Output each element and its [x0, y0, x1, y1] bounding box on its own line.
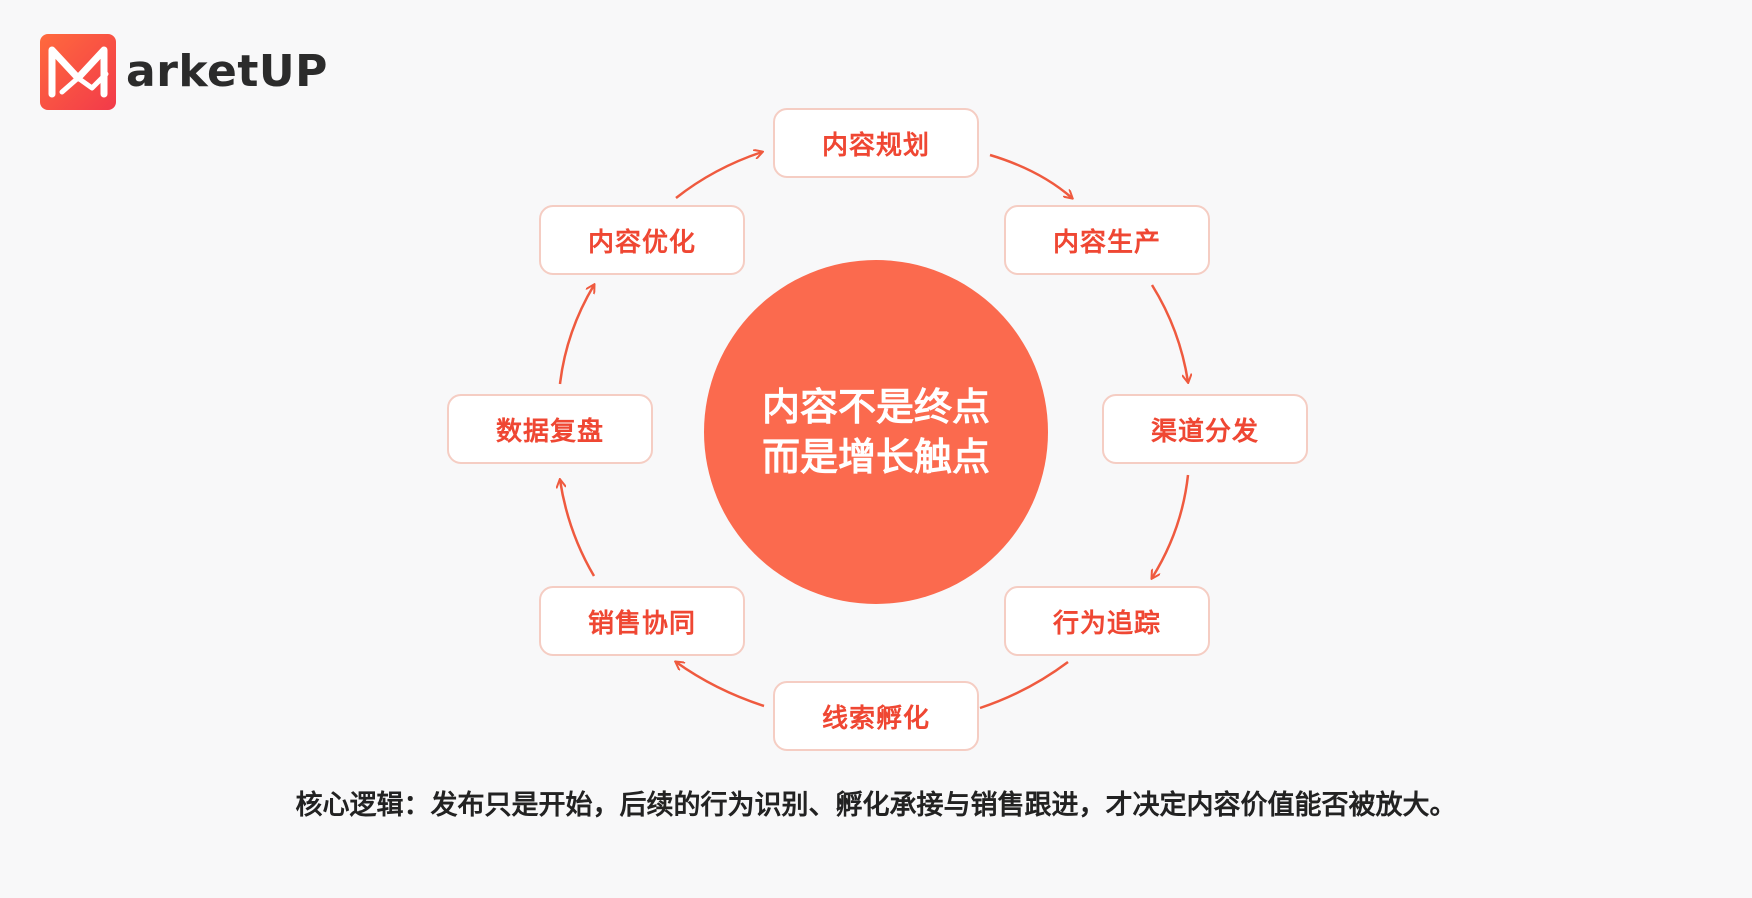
- node-behavior-tracking: 行为追踪: [1004, 586, 1210, 656]
- arrow-optimization-to-plan: [675, 152, 762, 199]
- core-logic-caption: 核心逻辑：发布只是开始，后续的行为识别、孵化承接与销售跟进，才决定内容价值能否被…: [295, 790, 1457, 821]
- arrow-review-to-optimization: [558, 285, 594, 385]
- brand-name: arketUP: [126, 46, 328, 97]
- node-channel-distribution: 渠道分发: [1102, 394, 1308, 464]
- center-circle: 内容不是终点 而是增长触点: [704, 260, 1048, 604]
- center-line-1: 内容不是终点: [761, 385, 990, 429]
- arrow-distribution-to-tracking: [1152, 474, 1190, 578]
- node-content-planning: 内容规划: [773, 108, 979, 178]
- node-sales-collaboration: 销售协同: [539, 586, 745, 656]
- node-lead-nurturing: 线索孵化: [773, 681, 979, 751]
- center-line-2: 而是增长触点: [761, 435, 990, 479]
- node-content-production: 内容生产: [1004, 205, 1210, 275]
- arrow-production-to-distribution: [1150, 284, 1188, 382]
- node-content-optimization: 内容优化: [539, 205, 745, 275]
- arrow-nurturing-to-sales: [676, 662, 765, 708]
- arrow-plan-to-production: [989, 153, 1072, 198]
- arrow-tracking-to-nurturing: [979, 660, 1069, 710]
- arrow-sales-to-review: [560, 480, 596, 577]
- brand-logo-icon: [40, 34, 116, 110]
- node-data-review: 数据复盘: [447, 394, 653, 464]
